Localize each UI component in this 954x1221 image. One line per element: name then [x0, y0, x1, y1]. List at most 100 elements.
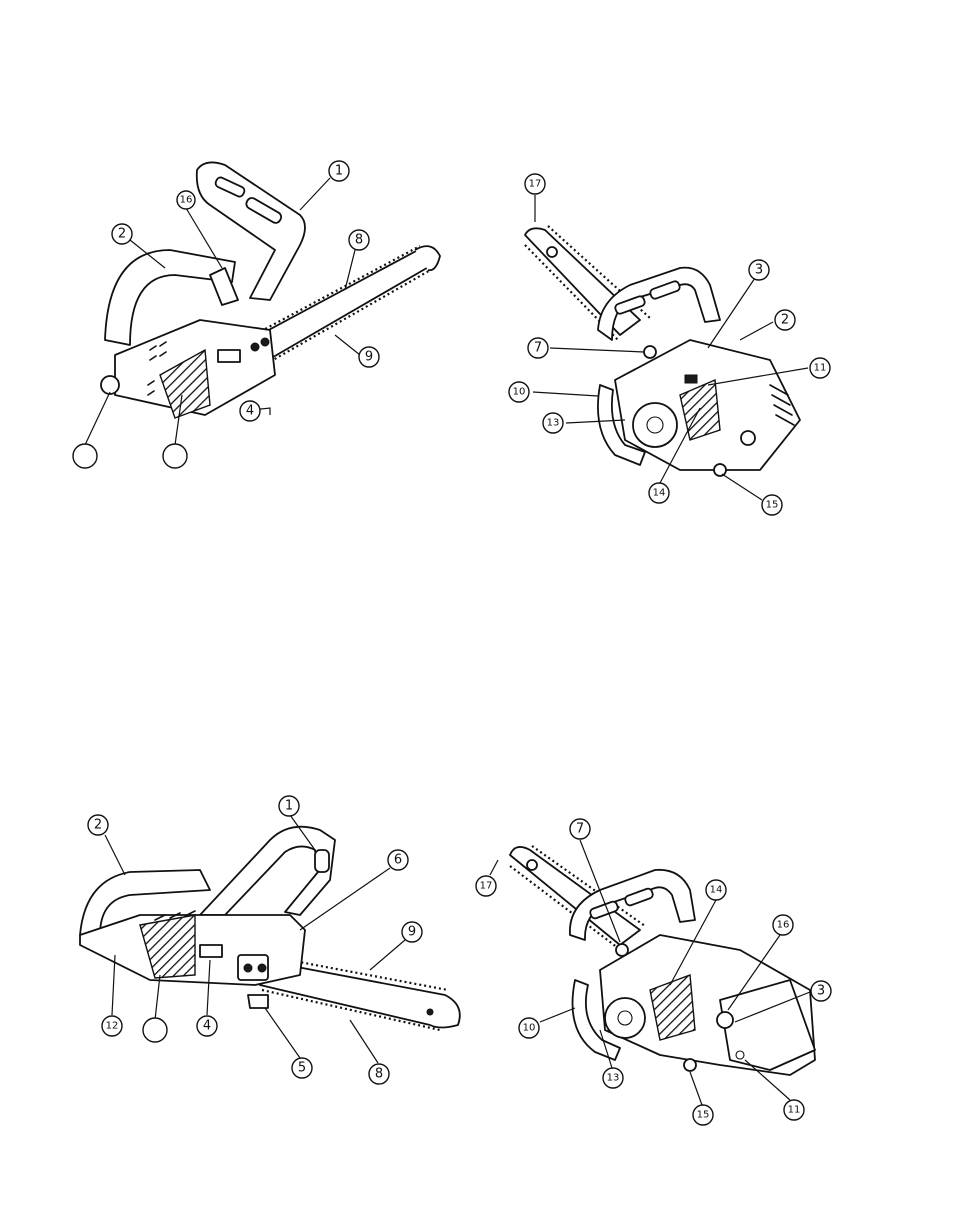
cooling-vents	[147, 341, 167, 396]
svg-text:11: 11	[788, 1105, 801, 1116]
callout-v3-8: 8	[368, 1063, 390, 1085]
saw-chain	[251, 245, 435, 365]
callout-v2-10: 10	[508, 381, 530, 403]
top-handle	[104, 249, 236, 346]
chainsaw-view-1	[84, 161, 441, 446]
cylinder-cover-hatched	[139, 914, 196, 979]
callout-v2-15: 15	[761, 494, 783, 516]
rear-handle	[719, 979, 816, 1071]
callout-v1-8: 8	[348, 229, 370, 251]
callout-v3-4: 4	[196, 1015, 218, 1037]
chainsaw-view-4	[489, 839, 816, 1106]
top-handle	[79, 869, 211, 936]
callout-v4-10: 10	[518, 1017, 540, 1039]
svg-text:6: 6	[394, 853, 402, 868]
svg-text:14: 14	[710, 885, 723, 896]
svg-text:7: 7	[576, 822, 584, 837]
chainsaw-view-3	[79, 814, 461, 1064]
svg-text:3: 3	[755, 263, 763, 278]
svg-text:10: 10	[513, 387, 526, 398]
callout-v1-2: 2	[111, 223, 133, 245]
svg-text:17: 17	[480, 881, 493, 892]
cylinder-cover-hatched	[159, 348, 211, 419]
front-handle	[597, 384, 646, 466]
recoil-grill	[649, 974, 696, 1041]
chainsaw-view-2	[524, 195, 809, 501]
saw-chain	[509, 845, 646, 949]
svg-text:13: 13	[607, 1073, 620, 1084]
oil-cap	[615, 943, 629, 957]
callout-v1-blank-a	[72, 443, 98, 469]
chain-catcher	[247, 994, 269, 1009]
svg-text:10: 10	[523, 1023, 536, 1034]
svg-text:12: 12	[106, 1021, 119, 1032]
callout-v2-14: 14	[648, 482, 670, 504]
callout-v2-11: 11	[809, 357, 831, 379]
svg-text:2: 2	[781, 313, 789, 328]
starter-cover	[604, 997, 646, 1039]
svg-text:2: 2	[94, 818, 102, 833]
svg-text:11: 11	[814, 363, 827, 374]
callout-v4-7: 7	[569, 818, 591, 840]
guide-bar	[509, 846, 641, 946]
starter-cover	[632, 402, 678, 448]
callout-v4-17: 17	[475, 875, 497, 897]
svg-text:16: 16	[180, 195, 193, 206]
svg-text:7: 7	[534, 341, 542, 356]
callout-v1-16: 16	[176, 190, 196, 210]
svg-text:8: 8	[355, 233, 363, 248]
svg-text:4: 4	[246, 404, 254, 419]
callout-v4-3: 3	[810, 980, 832, 1002]
callout-v4-14: 14	[705, 879, 727, 901]
svg-text:5: 5	[298, 1061, 306, 1076]
callout-v4-16: 16	[772, 914, 794, 936]
svg-text:8: 8	[375, 1067, 383, 1082]
callout-v3-5: 5	[291, 1057, 313, 1079]
svg-text:2: 2	[118, 227, 126, 242]
svg-text:4: 4	[203, 1019, 211, 1034]
guide-bar	[259, 959, 461, 1029]
callout-v4-15: 15	[692, 1104, 714, 1126]
callout-v1-9: 9	[358, 346, 380, 368]
callout-v4-13: 13	[602, 1067, 624, 1089]
guide-bar	[524, 227, 641, 336]
callout-v3-1: 1	[278, 795, 300, 817]
svg-text:9: 9	[365, 350, 373, 365]
callout-v3-6: 6	[387, 849, 409, 871]
throttle-lever	[209, 267, 239, 306]
svg-text:14: 14	[653, 488, 666, 499]
callout-v4-11: 11	[783, 1099, 805, 1121]
rear-knob	[100, 375, 120, 395]
svg-text:3: 3	[817, 984, 825, 999]
svg-text:15: 15	[766, 500, 779, 511]
callout-v3-9: 9	[401, 921, 423, 943]
svg-text:13: 13	[547, 418, 560, 429]
callout-v2-7: 7	[527, 337, 549, 359]
name-plate	[217, 349, 241, 363]
callout-v2-2: 2	[774, 309, 796, 331]
svg-text:15: 15	[697, 1110, 710, 1121]
svg-text:1: 1	[335, 164, 343, 179]
callout-v2-13: 13	[542, 412, 564, 434]
front-hand-guard	[199, 825, 336, 916]
callout-v1-1: 1	[328, 160, 350, 182]
svg-text:1: 1	[285, 799, 293, 814]
bar-clamp	[237, 954, 269, 981]
svg-text:9: 9	[408, 925, 416, 940]
callout-v3-12: 12	[101, 1015, 123, 1037]
callout-v1-blank-b	[162, 443, 188, 469]
callout-v3-blank	[142, 1017, 168, 1043]
callout-v2-17: 17	[524, 173, 546, 195]
recoil-grill	[679, 378, 721, 441]
front-hand-guard	[195, 161, 306, 301]
name-plate	[199, 944, 223, 958]
callout-v2-3: 3	[748, 259, 770, 281]
oil-cap	[643, 345, 657, 359]
svg-text:17: 17	[529, 179, 542, 190]
front-handle	[571, 979, 621, 1061]
callout-v1-4: 4	[239, 400, 261, 422]
callout-v3-2: 2	[87, 814, 109, 836]
svg-text:16: 16	[777, 920, 790, 931]
